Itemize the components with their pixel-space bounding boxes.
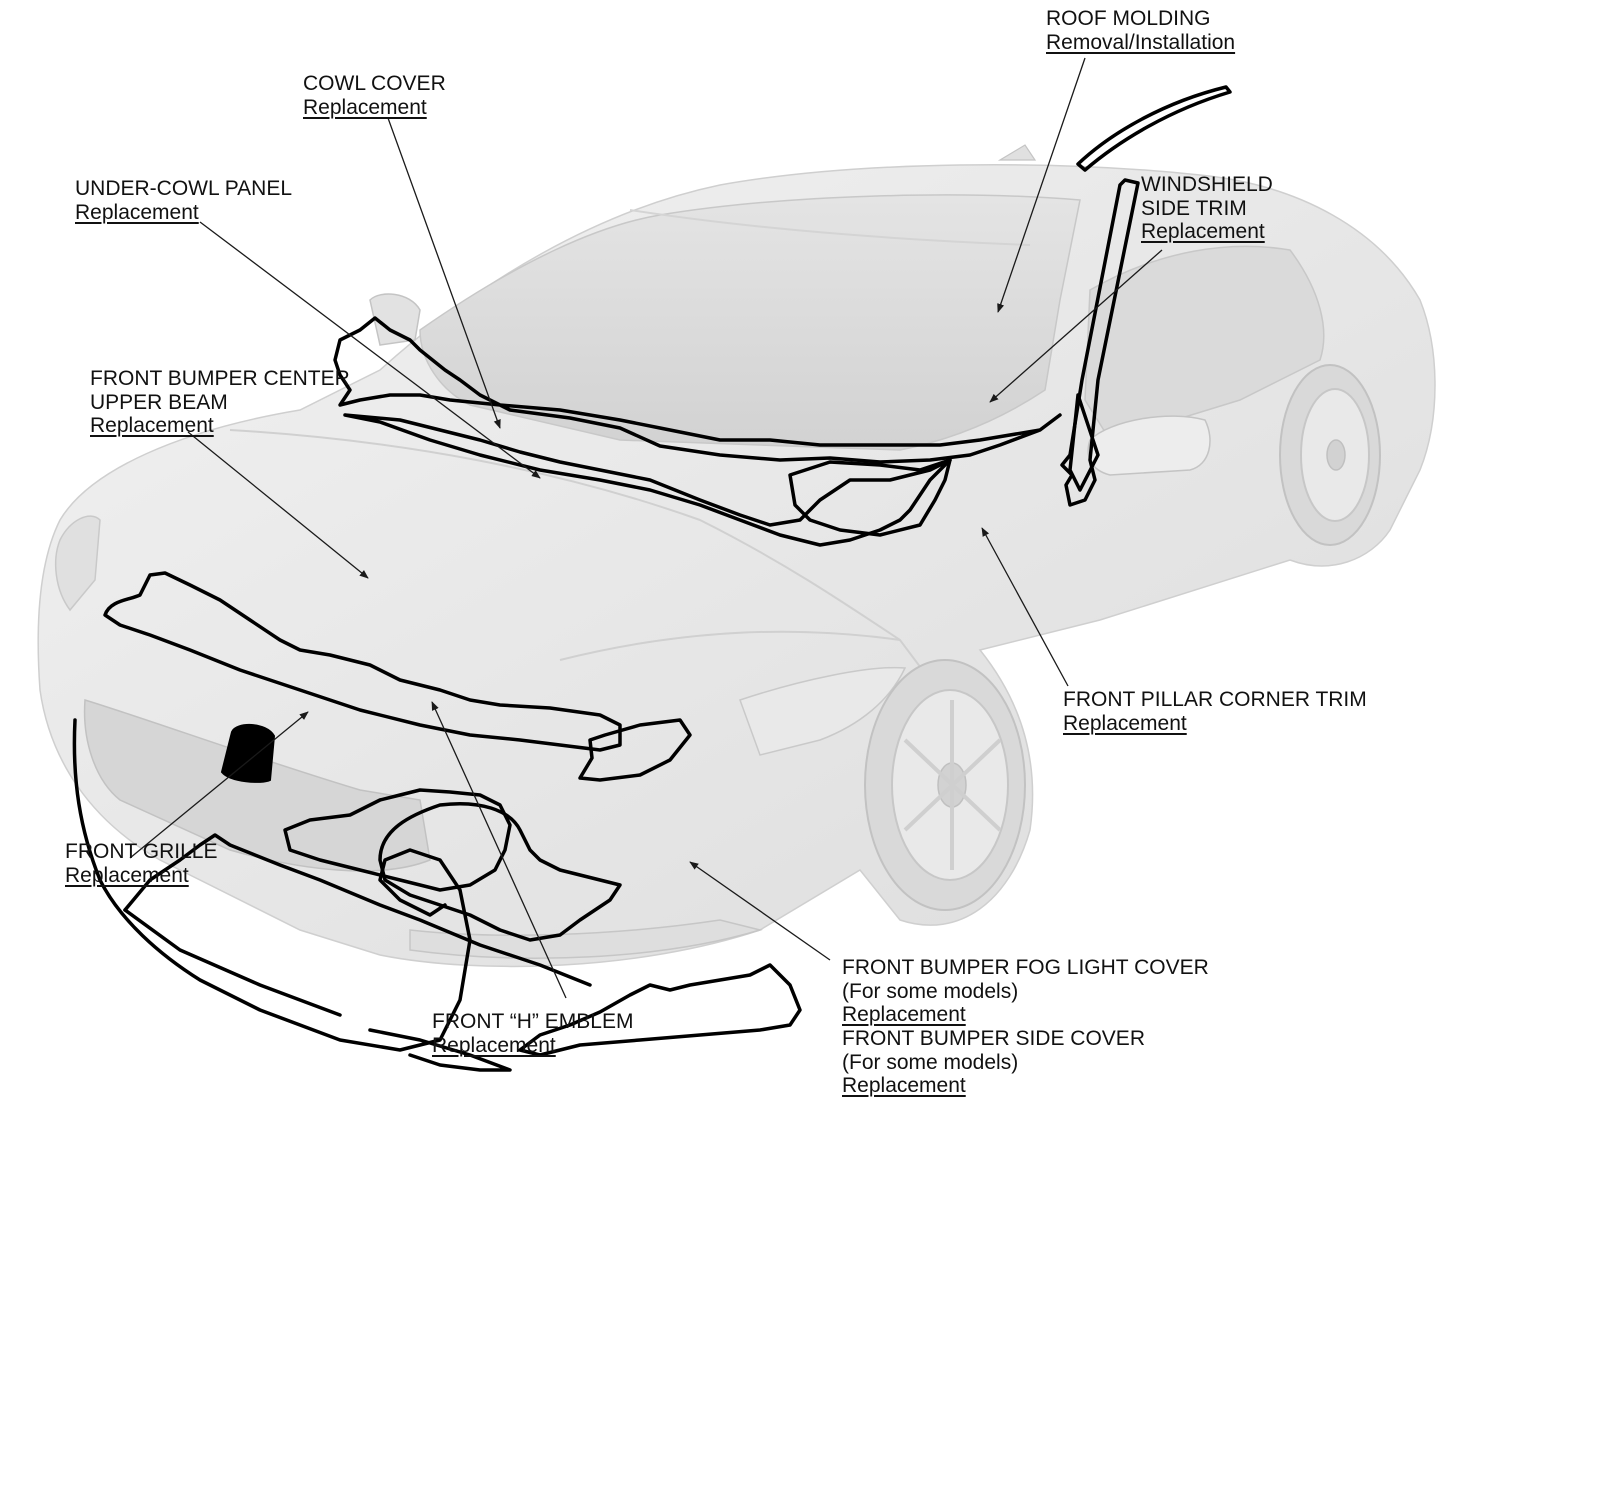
callout-front-bumper-center-upper-beam: FRONT BUMPER CENTER UPPER BEAM Replaceme… [90, 367, 350, 438]
rear-wheel [1279, 364, 1381, 546]
callout-front-grille: FRONT GRILLE Replacement [65, 840, 217, 887]
leader-cowl-cover [387, 117, 501, 429]
callout-windshield-side-trim: WINDSHIELD SIDE TRIM Replacement [1141, 173, 1273, 244]
callout-title-line: FRONT PILLAR CORNER TRIM [1063, 688, 1367, 711]
side-window [1084, 245, 1325, 441]
cowl-cover-outline [333, 316, 1062, 464]
callout-title-line: (For some models) [842, 979, 1019, 1003]
callout-title-line: FRONT BUMPER FOG LIGHT COVER [842, 956, 1209, 979]
callout-action-link[interactable]: Removal/Installation [1046, 30, 1236, 54]
callout-title-line: FRONT BUMPER SIDE COVER [842, 1027, 1145, 1050]
car-body [37, 144, 1436, 968]
part-outlines [72, 85, 1232, 1072]
grille-lower-outline [123, 833, 592, 987]
callout-front-h-emblem: FRONT “H” EMBLEM Replacement [432, 1010, 633, 1057]
fender-line [559, 630, 931, 681]
left-headlight [54, 515, 101, 612]
callout-action-link[interactable]: Replacement [75, 200, 199, 224]
leader-front-grille [129, 711, 309, 859]
grille-area [83, 699, 431, 872]
roof-molding-outline [1076, 85, 1232, 172]
leader-lines [129, 57, 1163, 999]
callout-title-line: UNDER-COWL PANEL [75, 177, 293, 200]
front-bumper-center-outline [283, 788, 512, 892]
roof-fin [997, 144, 1037, 161]
callout-title-line: COWL COVER [303, 72, 446, 95]
callout-front-pillar-corner-trim: FRONT PILLAR CORNER TRIM Replacement [1063, 688, 1367, 735]
cowl-cover-right-outline [788, 458, 952, 537]
callout-title-line: UPPER BEAM [90, 390, 228, 414]
callout-action-link[interactable]: Replacement [90, 414, 214, 437]
leader-roof-molding [997, 57, 1086, 313]
callout-action-link[interactable]: Replacement [432, 1033, 556, 1057]
left-mirror [369, 293, 421, 346]
callout-title-line: SIDE TRIM [1141, 196, 1247, 220]
callout-under-cowl-panel: UNDER-COWL PANEL Replacement [75, 177, 292, 224]
callout-action-link[interactable]: Replacement [303, 95, 427, 119]
callout-front-bumper-side-cover: FRONT BUMPER SIDE COVER (For some models… [842, 1027, 1145, 1098]
windshield-side-trim-outline [1060, 178, 1140, 507]
front-bumper-side-cover-outline [518, 963, 802, 1057]
callout-cowl-cover: COWL COVER Replacement [303, 72, 446, 119]
callout-roof-molding: ROOF MOLDING Removal/Installation [1046, 7, 1235, 54]
callout-action-link[interactable]: Replacement [65, 863, 189, 887]
hood-crease [229, 429, 901, 641]
callout-title-line: FRONT “H” EMBLEM [432, 1010, 634, 1033]
front-h-emblem-lower-outline [368, 1028, 512, 1072]
callout-title-line: WINDSHIELD [1141, 173, 1273, 196]
front-wheel [864, 659, 1026, 911]
leader-fog-light-side-cover [689, 861, 831, 961]
callout-front-bumper-fog-light-cover: FRONT BUMPER FOG LIGHT COVER (For some m… [842, 956, 1209, 1027]
leader-front-h-emblem [431, 701, 567, 999]
callout-title-line: FRONT BUMPER CENTER [90, 367, 350, 390]
headlight-side-cover-outline [578, 718, 692, 782]
leader-under-cowl-panel [199, 221, 541, 479]
callout-title-line: (For some models) [842, 1050, 1019, 1074]
callout-action-link[interactable]: Replacement [1063, 711, 1187, 735]
callout-title-line: FRONT GRILLE [65, 840, 218, 863]
front-pillar-corner-trim-outline [1068, 393, 1100, 492]
under-cowl-panel-outline [343, 413, 952, 547]
callout-action-link[interactable]: Replacement [842, 1003, 966, 1026]
leader-upper-beam [187, 431, 369, 579]
callout-action-link[interactable]: Replacement [1141, 220, 1265, 243]
grille-bottom-line [123, 908, 342, 1017]
front-bumper-fog-light-cover-outline [378, 802, 622, 942]
callout-title-line: ROOF MOLDING [1046, 7, 1211, 30]
callout-action-link[interactable]: Replacement [842, 1074, 966, 1097]
leader-windshield-side-trim [989, 249, 1163, 403]
h-emblem-shape [220, 724, 276, 783]
front-bumper-center-upper-beam-outline [103, 571, 622, 752]
leader-front-pillar-corner-trim [981, 527, 1069, 687]
front-grille-outline [72, 718, 472, 1052]
windshield-glass [419, 194, 1081, 451]
roof-line [629, 209, 1031, 246]
headlight [739, 666, 907, 756]
